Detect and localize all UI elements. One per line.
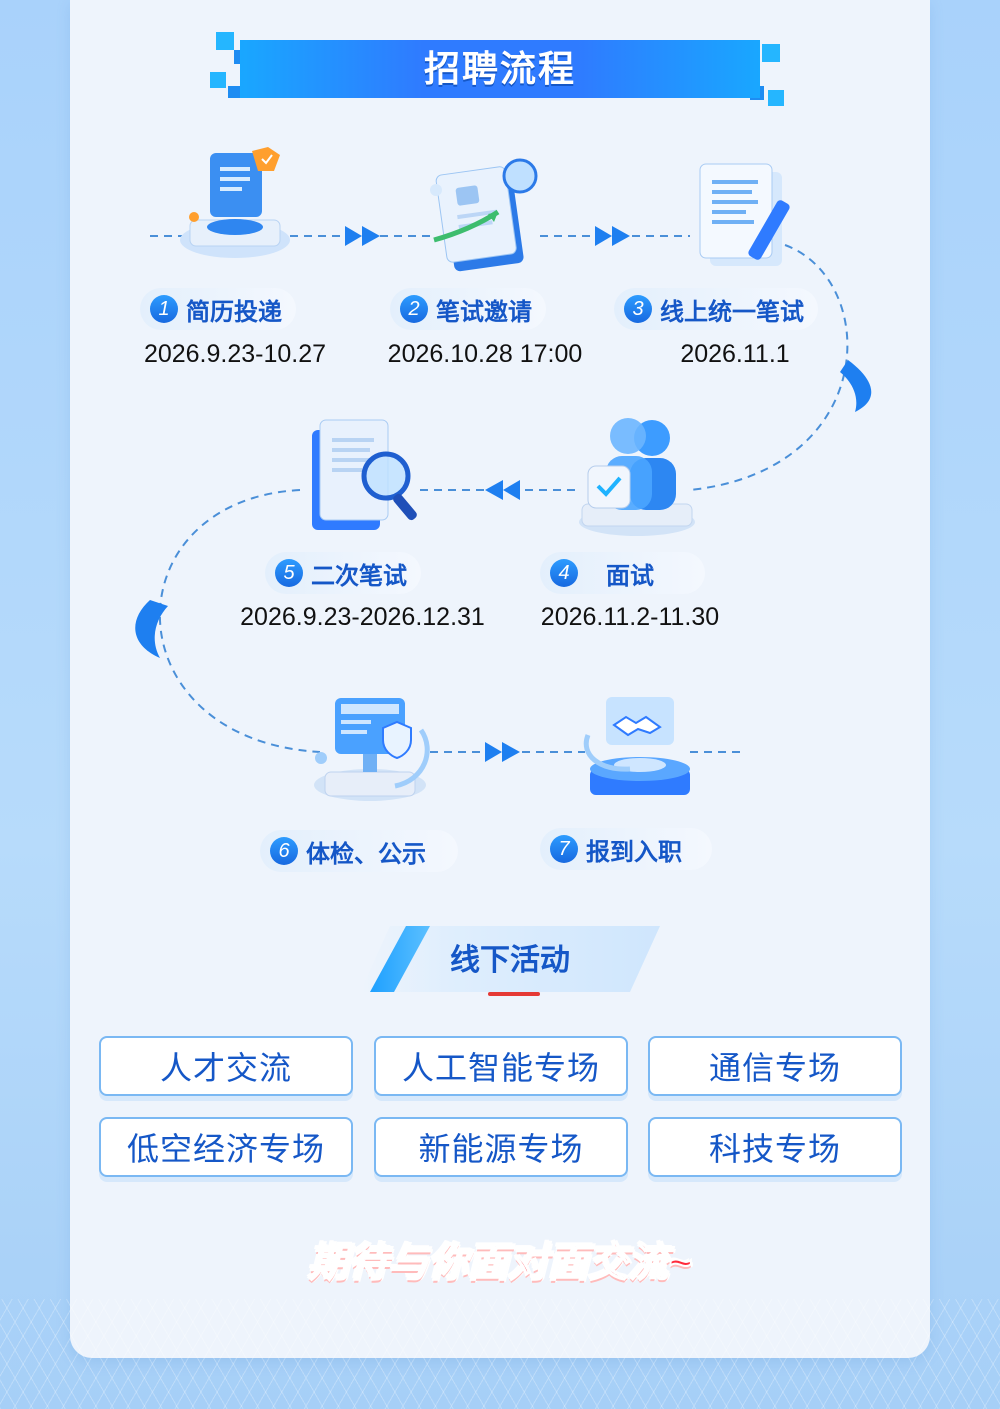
arrow-right-icon [485,742,502,762]
step-number-badge: 1 [150,295,178,323]
activity-tag[interactable]: 通信专场 [648,1036,902,1096]
notepad-pen-icon [699,163,790,266]
step-1-date: 2026.9.23-10.27 [143,340,327,368]
arrow-left-icon [485,480,503,500]
step-3-date: 2026.11.1 [680,340,790,368]
arrow-right-icon [362,226,380,246]
step-5-date: 2026.9.23-2026.12.31 [240,603,485,631]
page-title: 招聘流程 [423,48,576,89]
step-1-label: 1 简历投递 [140,288,296,330]
pixel-decoration [228,86,240,98]
step-number-badge: 3 [624,295,652,323]
step-name: 体检、公示 [306,840,426,868]
step-4-date: 2026.11.2-11.30 [540,603,720,631]
pixel-decoration [768,90,784,106]
computer-shield-icon [314,698,430,801]
step-name: 报到入职 [586,838,682,866]
pixel-decoration [762,44,780,62]
section-title: 线下活动 [450,944,570,977]
step-2-label: 2 笔试邀请 [390,288,546,330]
step-number-badge: 7 [550,835,578,863]
title-bar [240,40,760,98]
step-5-label: 5 二次笔试 [265,552,421,594]
offline-section-header: 线下活动 [360,924,660,1000]
arrow-right-icon [612,226,630,246]
arrow-right-icon [595,226,612,246]
step-number-badge: 4 [550,559,578,587]
invitation-document-icon [430,158,538,272]
arrow-left-icon [503,480,520,500]
resume-monitor-icon [180,147,290,258]
slogan-text: 期待与你面对面交流~ [307,1240,692,1286]
step-7-label: 7 报到入职 [540,828,712,870]
step-name: 简历投递 [186,298,282,326]
title-banner: 招聘流程 [210,30,790,110]
people-check-icon [579,418,695,536]
document-magnifier-icon [312,419,417,530]
step-name: 线上统一笔试 [660,298,804,326]
curved-arrow-icon [135,600,168,658]
step-3-label: 3 线上统一笔试 [614,288,818,330]
connector-curve [159,489,321,753]
handshake-podium-icon [583,697,690,795]
step-number-badge: 6 [270,837,298,865]
pixel-decoration [216,32,234,50]
step-name: 面试 [606,562,654,590]
step-4-label: 4 面试 [540,552,705,594]
activity-tag[interactable]: 人才交流 [99,1036,353,1096]
curved-arrow-icon [840,360,872,412]
section-underline [488,992,540,996]
step-6-label: 6 体检、公示 [260,830,458,872]
flow-connectors [135,226,872,762]
activity-tag[interactable]: 人工智能专场 [374,1036,628,1096]
step-name: 笔试邀请 [436,298,532,326]
activity-tag[interactable]: 科技专场 [648,1117,902,1177]
pixel-decoration [210,72,226,88]
step-name: 二次笔试 [311,562,407,590]
arrow-right-icon [345,226,362,246]
activity-tag[interactable]: 低空经济专场 [99,1117,353,1177]
step-number-badge: 5 [275,559,303,587]
arrow-right-icon [502,742,520,762]
activity-tag[interactable]: 新能源专场 [374,1117,628,1177]
step-2-date: 2026.10.28 17:00 [387,340,583,368]
step-number-badge: 2 [400,295,428,323]
